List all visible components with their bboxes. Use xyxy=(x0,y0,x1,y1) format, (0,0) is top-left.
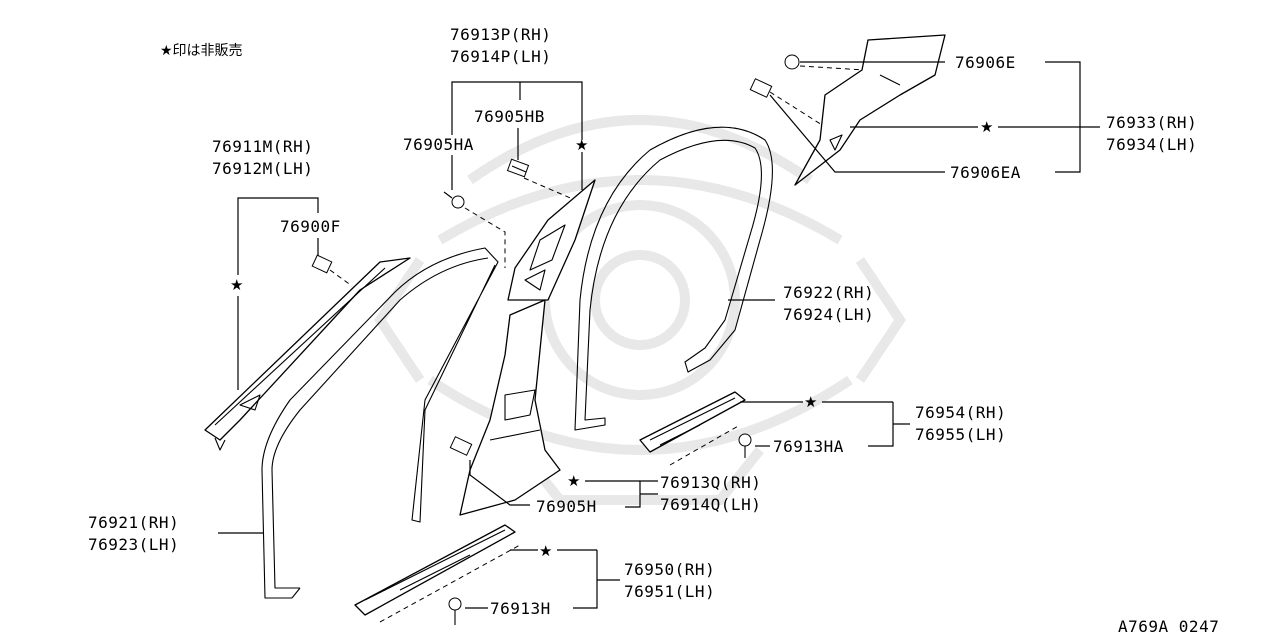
label-76914Q: 76914Q(LH) xyxy=(660,495,761,514)
label-76924: 76924(LH) xyxy=(783,305,874,324)
part-76913Q-pillar-lower xyxy=(459,299,561,516)
clip-76913H xyxy=(448,597,462,625)
label-76922: 76922(RH) xyxy=(783,283,874,302)
diagram-code: A769A 0247 xyxy=(1118,617,1219,636)
label-76923: 76923(LH) xyxy=(88,535,179,554)
label-76905HA: 76905HA xyxy=(403,135,474,154)
label-76933: 76933(RH) xyxy=(1106,113,1197,132)
clip-76905H xyxy=(449,436,473,456)
clip-76905HA xyxy=(443,191,465,209)
part-76933-rear-pillar-trim xyxy=(794,34,946,186)
label-76913Q: 76913Q(RH) xyxy=(660,473,761,492)
clip-76900F xyxy=(311,254,333,274)
label-76950: 76950(RH) xyxy=(624,560,715,579)
note-not-for-sale: ★印は非販売 xyxy=(160,43,243,59)
label-76955: 76955(LH) xyxy=(915,425,1006,444)
label-76911M: 76911M(RH) xyxy=(212,137,313,156)
label-76900F: 76900F xyxy=(280,217,341,236)
clip-76906E xyxy=(784,54,800,70)
clip-76913HA xyxy=(738,433,752,458)
star-76911M: ★ xyxy=(230,276,243,294)
label-76905H: 76905H xyxy=(536,497,597,516)
part-76950-front-kicking-plate xyxy=(354,524,516,616)
clip-76906EA xyxy=(749,78,773,98)
star-76954: ★ xyxy=(804,393,817,411)
label-76905HB: 76905HB xyxy=(474,107,545,126)
label-76912M: 76912M(LH) xyxy=(212,159,313,178)
part-76922-weatherstrip-rear xyxy=(574,126,773,431)
label-76914P: 76914P(LH) xyxy=(450,47,551,66)
part-76921-weatherstrip-front xyxy=(261,247,499,599)
star-76913P: ★ xyxy=(575,136,588,154)
label-76954: 76954(RH) xyxy=(915,403,1006,422)
label-76951: 76951(LH) xyxy=(624,582,715,601)
callout-76913P: 76913P(RH) 76914P(LH) ★ xyxy=(450,25,588,190)
label-76921: 76921(RH) xyxy=(88,513,179,532)
part-76911M-front-pillar-garnish xyxy=(204,257,411,451)
part-76954-rear-kicking-plate xyxy=(639,391,746,453)
star-76933: ★ xyxy=(980,118,993,136)
clip-76905HB xyxy=(506,158,530,178)
part-76913P-pillar-upper xyxy=(507,179,596,301)
label-76913H: 76913H xyxy=(490,599,551,618)
label-76913P: 76913P(RH) xyxy=(450,25,551,44)
label-76906E: 76906E xyxy=(955,53,1016,72)
star-76950: ★ xyxy=(539,542,552,560)
label-76934: 76934(LH) xyxy=(1106,135,1197,154)
label-76913HA: 76913HA xyxy=(773,437,844,456)
label-76906EA: 76906EA xyxy=(950,163,1021,182)
star-76913Q: ★ xyxy=(567,472,580,490)
